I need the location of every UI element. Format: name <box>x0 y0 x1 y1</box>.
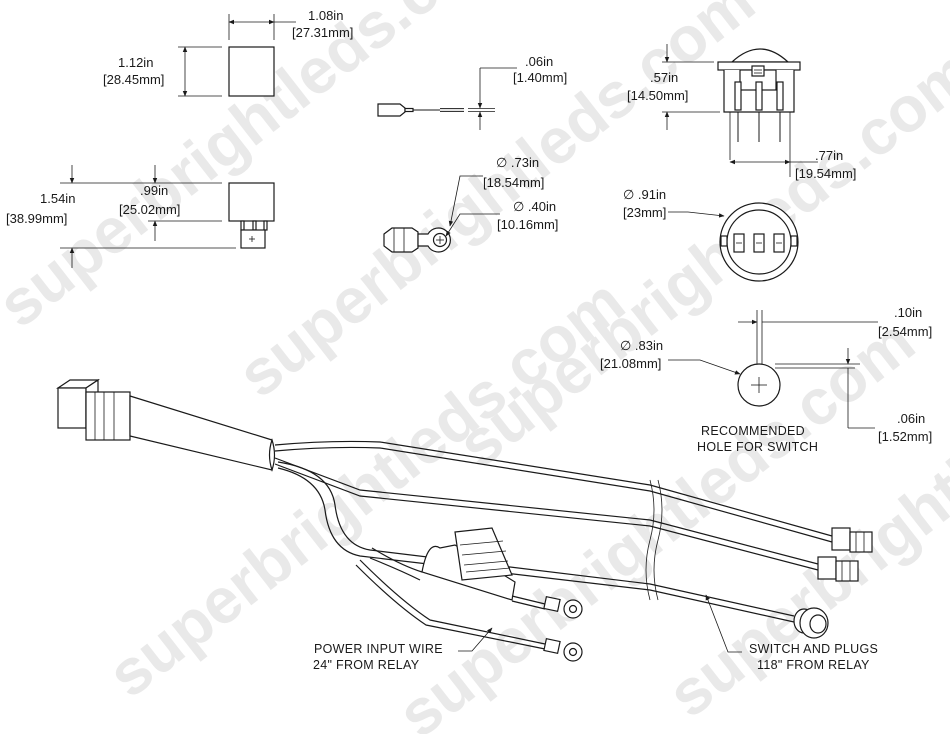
recommended-hole: ∅ .83in [21.08mm] .10in [2.54mm] .06in [… <box>600 305 932 454</box>
wiring-harness: POWER INPUT WIRE 24" FROM RELAY SWITCH A… <box>56 378 878 672</box>
relay-body-height-in: .99in <box>140 183 168 198</box>
switch-front-view: ∅ .91in [23mm] <box>623 187 799 282</box>
switch-plugs-label-2: 118" FROM RELAY <box>757 658 870 672</box>
ring-outer-dia-mm: [18.54mm] <box>483 175 544 190</box>
watermark-text: superbrightleds.com <box>444 35 950 481</box>
switch-width-in: .77in <box>815 148 843 163</box>
power-wire-label-2: 24" FROM RELAY <box>313 658 420 672</box>
ring-outer-dia-in: ∅ .73in <box>496 155 539 170</box>
spade-thickness-mm: [1.40mm] <box>513 70 567 85</box>
relay-total-height-mm: [38.99mm] <box>6 211 67 226</box>
switch-height-in: .57in <box>650 70 678 85</box>
power-wire-label-1: POWER INPUT WIRE <box>314 642 443 656</box>
relay-body-height-mm: [25.02mm] <box>119 202 180 217</box>
spade-thickness-in: .06in <box>525 54 553 69</box>
hole-dia-mm: [21.08mm] <box>600 356 661 371</box>
notch-depth-mm: [1.52mm] <box>878 429 932 444</box>
ring-hole-dia-in: ∅ .40in <box>513 199 556 214</box>
relay-total-height-in: 1.54in <box>40 191 75 206</box>
relay-width-mm: [27.31mm] <box>292 25 353 40</box>
switch-height-mm: [14.50mm] <box>627 88 688 103</box>
notch-depth-in: .06in <box>897 411 925 426</box>
relay-width-in: 1.08in <box>308 8 343 23</box>
ring-hole-dia-mm: [10.16mm] <box>497 217 558 232</box>
hole-caption-2: HOLE FOR SWITCH <box>697 440 818 454</box>
ring-terminal: ∅ .73in [18.54mm] ∅ .40in [10.16mm] <box>383 155 558 253</box>
relay-height-mm: [28.45mm] <box>103 72 164 87</box>
notch-width-mm: [2.54mm] <box>878 324 932 339</box>
switch-dia-in: ∅ .91in <box>623 187 666 202</box>
relay-side-view: 1.54in [38.99mm] .99in [25.02mm] <box>6 165 275 268</box>
spade-terminal: .06in [1.40mm] <box>377 54 567 130</box>
switch-plugs-label-1: SWITCH AND PLUGS <box>749 642 878 656</box>
hole-dia-in: ∅ .83in <box>620 338 663 353</box>
switch-side-view: .57in [14.50mm] .77in [19.54mm] <box>627 44 856 181</box>
switch-width-mm: [19.54mm] <box>795 166 856 181</box>
hole-caption-1: RECOMMENDED <box>701 424 805 438</box>
switch-dia-mm: [23mm] <box>623 205 666 220</box>
notch-width-in: .10in <box>894 305 922 320</box>
relay-top-view: 1.08in [27.31mm] 1.12in [28.45mm] <box>103 8 353 97</box>
relay-height-in: 1.12in <box>118 55 153 70</box>
